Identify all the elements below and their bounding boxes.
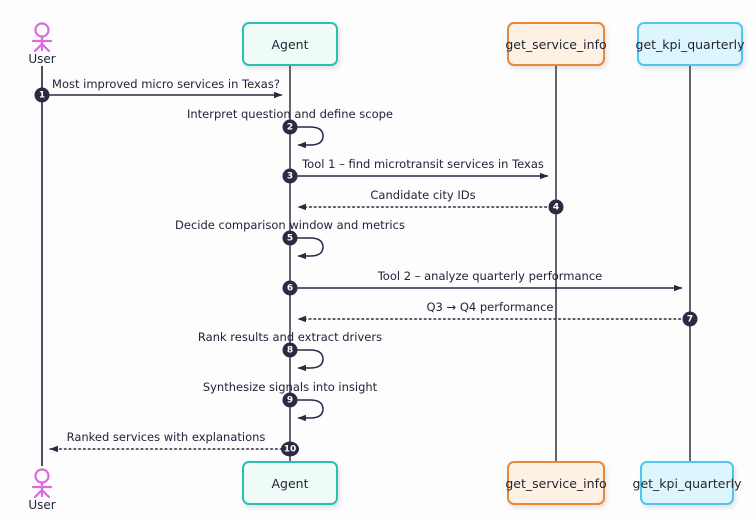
message-6-badge xyxy=(282,280,298,296)
message-4[interactable]: Candidate city IDs 4 xyxy=(297,188,564,215)
participant-label-agent-bottom: Agent xyxy=(271,475,309,491)
message-10-badge-label: 10 xyxy=(284,444,297,454)
message-7-badge xyxy=(682,311,698,327)
message-3-label: Tool 1 – find microtransit services in T… xyxy=(301,157,544,171)
message-5-selfloop-arrow xyxy=(290,237,324,260)
message-10-label: Ranked services with explanations xyxy=(67,430,266,444)
message-7-label: Q3 → Q4 performance xyxy=(427,300,554,314)
participant-box-agent-bottom[interactable]: Agent xyxy=(242,461,338,505)
message-7-badge-label: 7 xyxy=(687,314,693,324)
message-9-label: Synthesize signals into insight xyxy=(203,380,378,394)
participant-label-agent-top: Agent xyxy=(271,36,309,52)
message-7[interactable]: Q3 → Q4 performance 7 xyxy=(297,300,698,327)
message-9-badge xyxy=(282,392,298,408)
participant-label-get-service-info-bottom: get_service_info xyxy=(505,475,607,491)
message-1-badge xyxy=(34,87,50,103)
message-4-label: Candidate city IDs xyxy=(370,188,475,202)
message-10-badge xyxy=(281,441,299,457)
participant-box-agent-top[interactable]: Agent xyxy=(242,22,338,66)
actor-user-bottom-label: User xyxy=(28,498,55,512)
user-actor-icon-bottom xyxy=(31,468,53,499)
message-2-badge-label: 2 xyxy=(287,122,293,132)
message-5-badge xyxy=(282,230,298,246)
participant-box-get-service-info-top[interactable]: get_service_info xyxy=(505,22,607,66)
actor-user-top[interactable]: User xyxy=(28,22,56,67)
actor-user-top-label: User xyxy=(28,52,55,66)
message-5-badge-label: 5 xyxy=(287,233,293,243)
message-8-badge xyxy=(282,342,298,358)
participant-box-get-service-info-bottom[interactable]: get_service_info xyxy=(505,461,607,505)
message-9-badge-label: 9 xyxy=(287,395,293,405)
actor-user-bottom[interactable]: User xyxy=(28,468,56,513)
message-1-badge-label: 1 xyxy=(39,90,45,100)
participant-label-get-service-info-top: get_service_info xyxy=(505,36,607,52)
message-4-badge xyxy=(548,199,564,215)
user-actor-icon xyxy=(31,22,53,53)
participant-label-get-kpi-quarterly-bottom: get_kpi_quarterly xyxy=(632,475,742,491)
message-1[interactable]: Most improved micro services in Texas? 1 xyxy=(34,77,283,103)
message-6-label: Tool 2 – analyze quarterly performance xyxy=(377,269,603,283)
message-10[interactable]: Ranked services with explanations 10 xyxy=(49,430,299,457)
message-9[interactable]: Synthesize signals into insight 9 xyxy=(203,380,378,422)
message-5[interactable]: Decide comparison window and metrics 5 xyxy=(175,218,405,260)
message-4-badge-label: 4 xyxy=(553,202,559,212)
message-2-label: Interpret question and define scope xyxy=(187,107,393,121)
message-2[interactable]: Interpret question and define scope 2 xyxy=(187,107,393,149)
message-8-label: Rank results and extract drivers xyxy=(198,330,382,344)
message-3-badge-label: 3 xyxy=(287,171,293,181)
message-6[interactable]: Tool 2 – analyze quarterly performance 6 xyxy=(282,269,683,296)
message-1-label: Most improved micro services in Texas? xyxy=(52,77,280,91)
participant-box-get-kpi-quarterly-top[interactable]: get_kpi_quarterly xyxy=(635,22,745,66)
message-8-badge-label: 8 xyxy=(287,345,293,355)
participant-label-get-kpi-quarterly-top: get_kpi_quarterly xyxy=(635,36,745,52)
message-2-selfloop-arrow xyxy=(290,126,324,149)
message-2-badge xyxy=(282,119,298,135)
message-3[interactable]: Tool 1 – find microtransit services in T… xyxy=(282,157,549,184)
message-9-selfloop-arrow xyxy=(290,399,324,422)
message-6-badge-label: 6 xyxy=(287,283,293,293)
participant-box-get-kpi-quarterly-bottom[interactable]: get_kpi_quarterly xyxy=(633,461,741,505)
message-8[interactable]: Rank results and extract drivers 8 xyxy=(198,330,382,372)
message-3-badge xyxy=(282,168,298,184)
message-8-selfloop-arrow xyxy=(290,349,324,372)
message-5-label: Decide comparison window and metrics xyxy=(175,218,405,232)
